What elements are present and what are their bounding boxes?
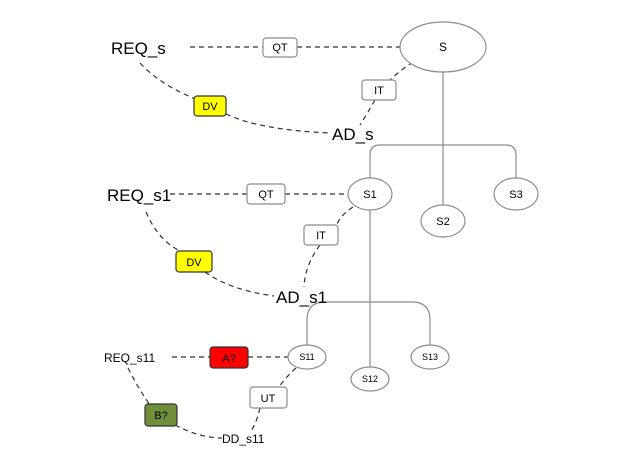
tag-qt-mid-label: QT bbox=[258, 189, 274, 201]
tag-a-unknown-label: A? bbox=[222, 353, 235, 365]
link-dv-to-ad-s bbox=[225, 113, 331, 134]
tag-qt-top-label: QT bbox=[272, 42, 288, 54]
label-ad-s1: AD_s1 bbox=[276, 288, 327, 307]
relation-links bbox=[127, 46, 414, 439]
node-s12-shape bbox=[350, 366, 390, 392]
link-it-to-ad-s bbox=[359, 99, 376, 126]
tag-ut: UT bbox=[249, 386, 288, 409]
node-s2-label: S2 bbox=[436, 216, 449, 228]
tag-dv-mid-box bbox=[175, 250, 213, 273]
link-it-to-ad-s1 bbox=[303, 244, 321, 288]
tag-dv-top: DV bbox=[193, 95, 227, 117]
node-s-shape bbox=[399, 21, 487, 73]
link-s-to-it bbox=[389, 61, 414, 81]
link-b-to-dd bbox=[174, 424, 223, 439]
tag-a-unknown: A? bbox=[209, 346, 249, 369]
label-dd-s11: DD_s11 bbox=[222, 432, 265, 446]
tag-it-top-label: IT bbox=[374, 85, 384, 97]
node-s1-label: S1 bbox=[363, 189, 376, 201]
label-req-s11: REQ_s11 bbox=[104, 351, 155, 365]
label-ad-s: AD_s bbox=[332, 125, 374, 144]
tag-it-mid-label: IT bbox=[316, 230, 326, 242]
tag-qt-mid: QT bbox=[246, 183, 286, 205]
node-s11-label: S11 bbox=[299, 352, 314, 362]
tag-a-unknown-box bbox=[209, 346, 249, 369]
link-s11-to-ut bbox=[278, 367, 297, 388]
tag-ut-label: UT bbox=[261, 393, 276, 405]
tag-dv-top-label: DV bbox=[202, 101, 218, 113]
tag-b-unknown-box bbox=[144, 403, 178, 427]
node-s13: S13 bbox=[410, 344, 450, 370]
tag-b-unknown: B? bbox=[144, 403, 178, 427]
tag-qt-top: QT bbox=[262, 37, 298, 58]
node-s13-shape bbox=[410, 344, 450, 370]
node-s3-shape bbox=[493, 177, 539, 211]
tag-it-mid: IT bbox=[303, 224, 339, 246]
link-ut-to-dd bbox=[249, 407, 261, 433]
label-req-s1: REQ_s1 bbox=[107, 186, 171, 205]
link-req-s11-to-b bbox=[127, 367, 151, 406]
tag-it-top: IT bbox=[361, 79, 397, 101]
tag-b-unknown-label: B? bbox=[154, 410, 167, 422]
node-s3: S3 bbox=[493, 177, 539, 211]
link-s1-to-it bbox=[335, 206, 354, 228]
node-s1-shape bbox=[347, 177, 393, 211]
label-req-s: REQ_s bbox=[111, 39, 166, 58]
node-s: S bbox=[399, 21, 487, 73]
node-s13-label: S13 bbox=[422, 352, 438, 362]
link-req-s-to-dv bbox=[139, 62, 199, 101]
node-s12: S12 bbox=[350, 366, 390, 392]
node-s11-shape bbox=[287, 344, 327, 370]
tag-it-top-box bbox=[361, 79, 397, 101]
tag-ut-box bbox=[249, 386, 288, 409]
tag-dv-mid-label: DV bbox=[186, 257, 202, 269]
link-s1-children-bar bbox=[306, 301, 431, 345]
node-s12-label: S12 bbox=[362, 374, 378, 384]
node-s11: S11 bbox=[287, 344, 327, 370]
link-req-s1-to-dv bbox=[145, 211, 181, 252]
tag-dv-top-box bbox=[193, 95, 227, 117]
tag-qt-mid-box bbox=[246, 183, 286, 205]
tree-links bbox=[306, 72, 517, 367]
node-s2-shape bbox=[420, 204, 466, 238]
node-s1: S1 bbox=[347, 177, 393, 211]
tag-it-mid-box bbox=[303, 224, 339, 246]
node-s2: S2 bbox=[420, 204, 466, 238]
node-s-label: S bbox=[439, 40, 447, 54]
node-s3-label: S3 bbox=[509, 189, 522, 201]
link-dv-to-ad-s1 bbox=[204, 271, 275, 297]
tag-qt-top-box bbox=[262, 37, 298, 58]
tag-dv-mid: DV bbox=[175, 250, 213, 273]
